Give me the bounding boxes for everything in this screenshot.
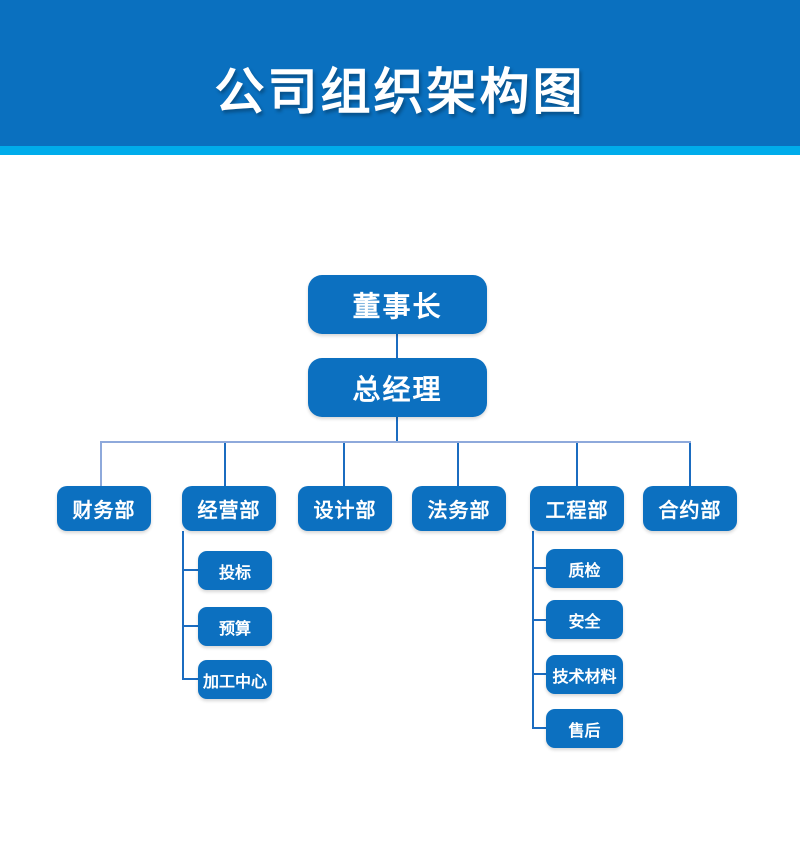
connector-main-horizontal <box>100 441 691 443</box>
node-sub-quality-inspection: 质检 <box>546 549 623 588</box>
node-dept-legal: 法务部 <box>412 486 506 531</box>
connector-drop-finance <box>100 443 102 486</box>
node-dept-finance: 财务部 <box>57 486 151 531</box>
node-sub-bidding: 投标 <box>198 551 272 590</box>
connector-chairman-gm <box>396 334 398 358</box>
node-dept-contract: 合约部 <box>643 486 737 531</box>
connector-stub-quality <box>532 567 547 569</box>
connector-drop-operations <box>224 443 226 486</box>
connector-stub-processing <box>182 678 199 680</box>
connector-stub-budget <box>182 625 199 627</box>
connector-stub-materials <box>532 673 547 675</box>
node-chairman: 董事长 <box>308 275 487 334</box>
node-dept-operations: 经营部 <box>182 486 276 531</box>
node-sub-safety: 安全 <box>546 600 623 639</box>
connector-stub-safety <box>532 619 547 621</box>
connector-drop-design <box>343 443 345 486</box>
node-sub-processing-center: 加工中心 <box>198 660 272 699</box>
node-sub-budget: 预算 <box>198 607 272 646</box>
connector-drop-contract <box>689 443 691 486</box>
node-dept-engineering: 工程部 <box>530 486 624 531</box>
node-sub-after-sales: 售后 <box>546 709 623 748</box>
connector-drop-engineering <box>576 443 578 486</box>
node-sub-technical-materials: 技术材料 <box>546 655 623 694</box>
node-general-manager: 总经理 <box>308 358 487 417</box>
page-title: 公司组织架构图 <box>214 64 586 120</box>
header-accent-strip <box>0 146 800 155</box>
connector-trunk-engineering <box>532 531 534 729</box>
connector-stub-bidding <box>182 569 199 571</box>
connector-gm-drop <box>396 416 398 443</box>
node-dept-design: 设计部 <box>298 486 392 531</box>
connector-drop-legal <box>457 443 459 486</box>
connector-trunk-operations <box>182 531 184 680</box>
connector-stub-aftersales <box>532 727 547 729</box>
header-banner: 公司组织架构图 <box>0 0 800 146</box>
